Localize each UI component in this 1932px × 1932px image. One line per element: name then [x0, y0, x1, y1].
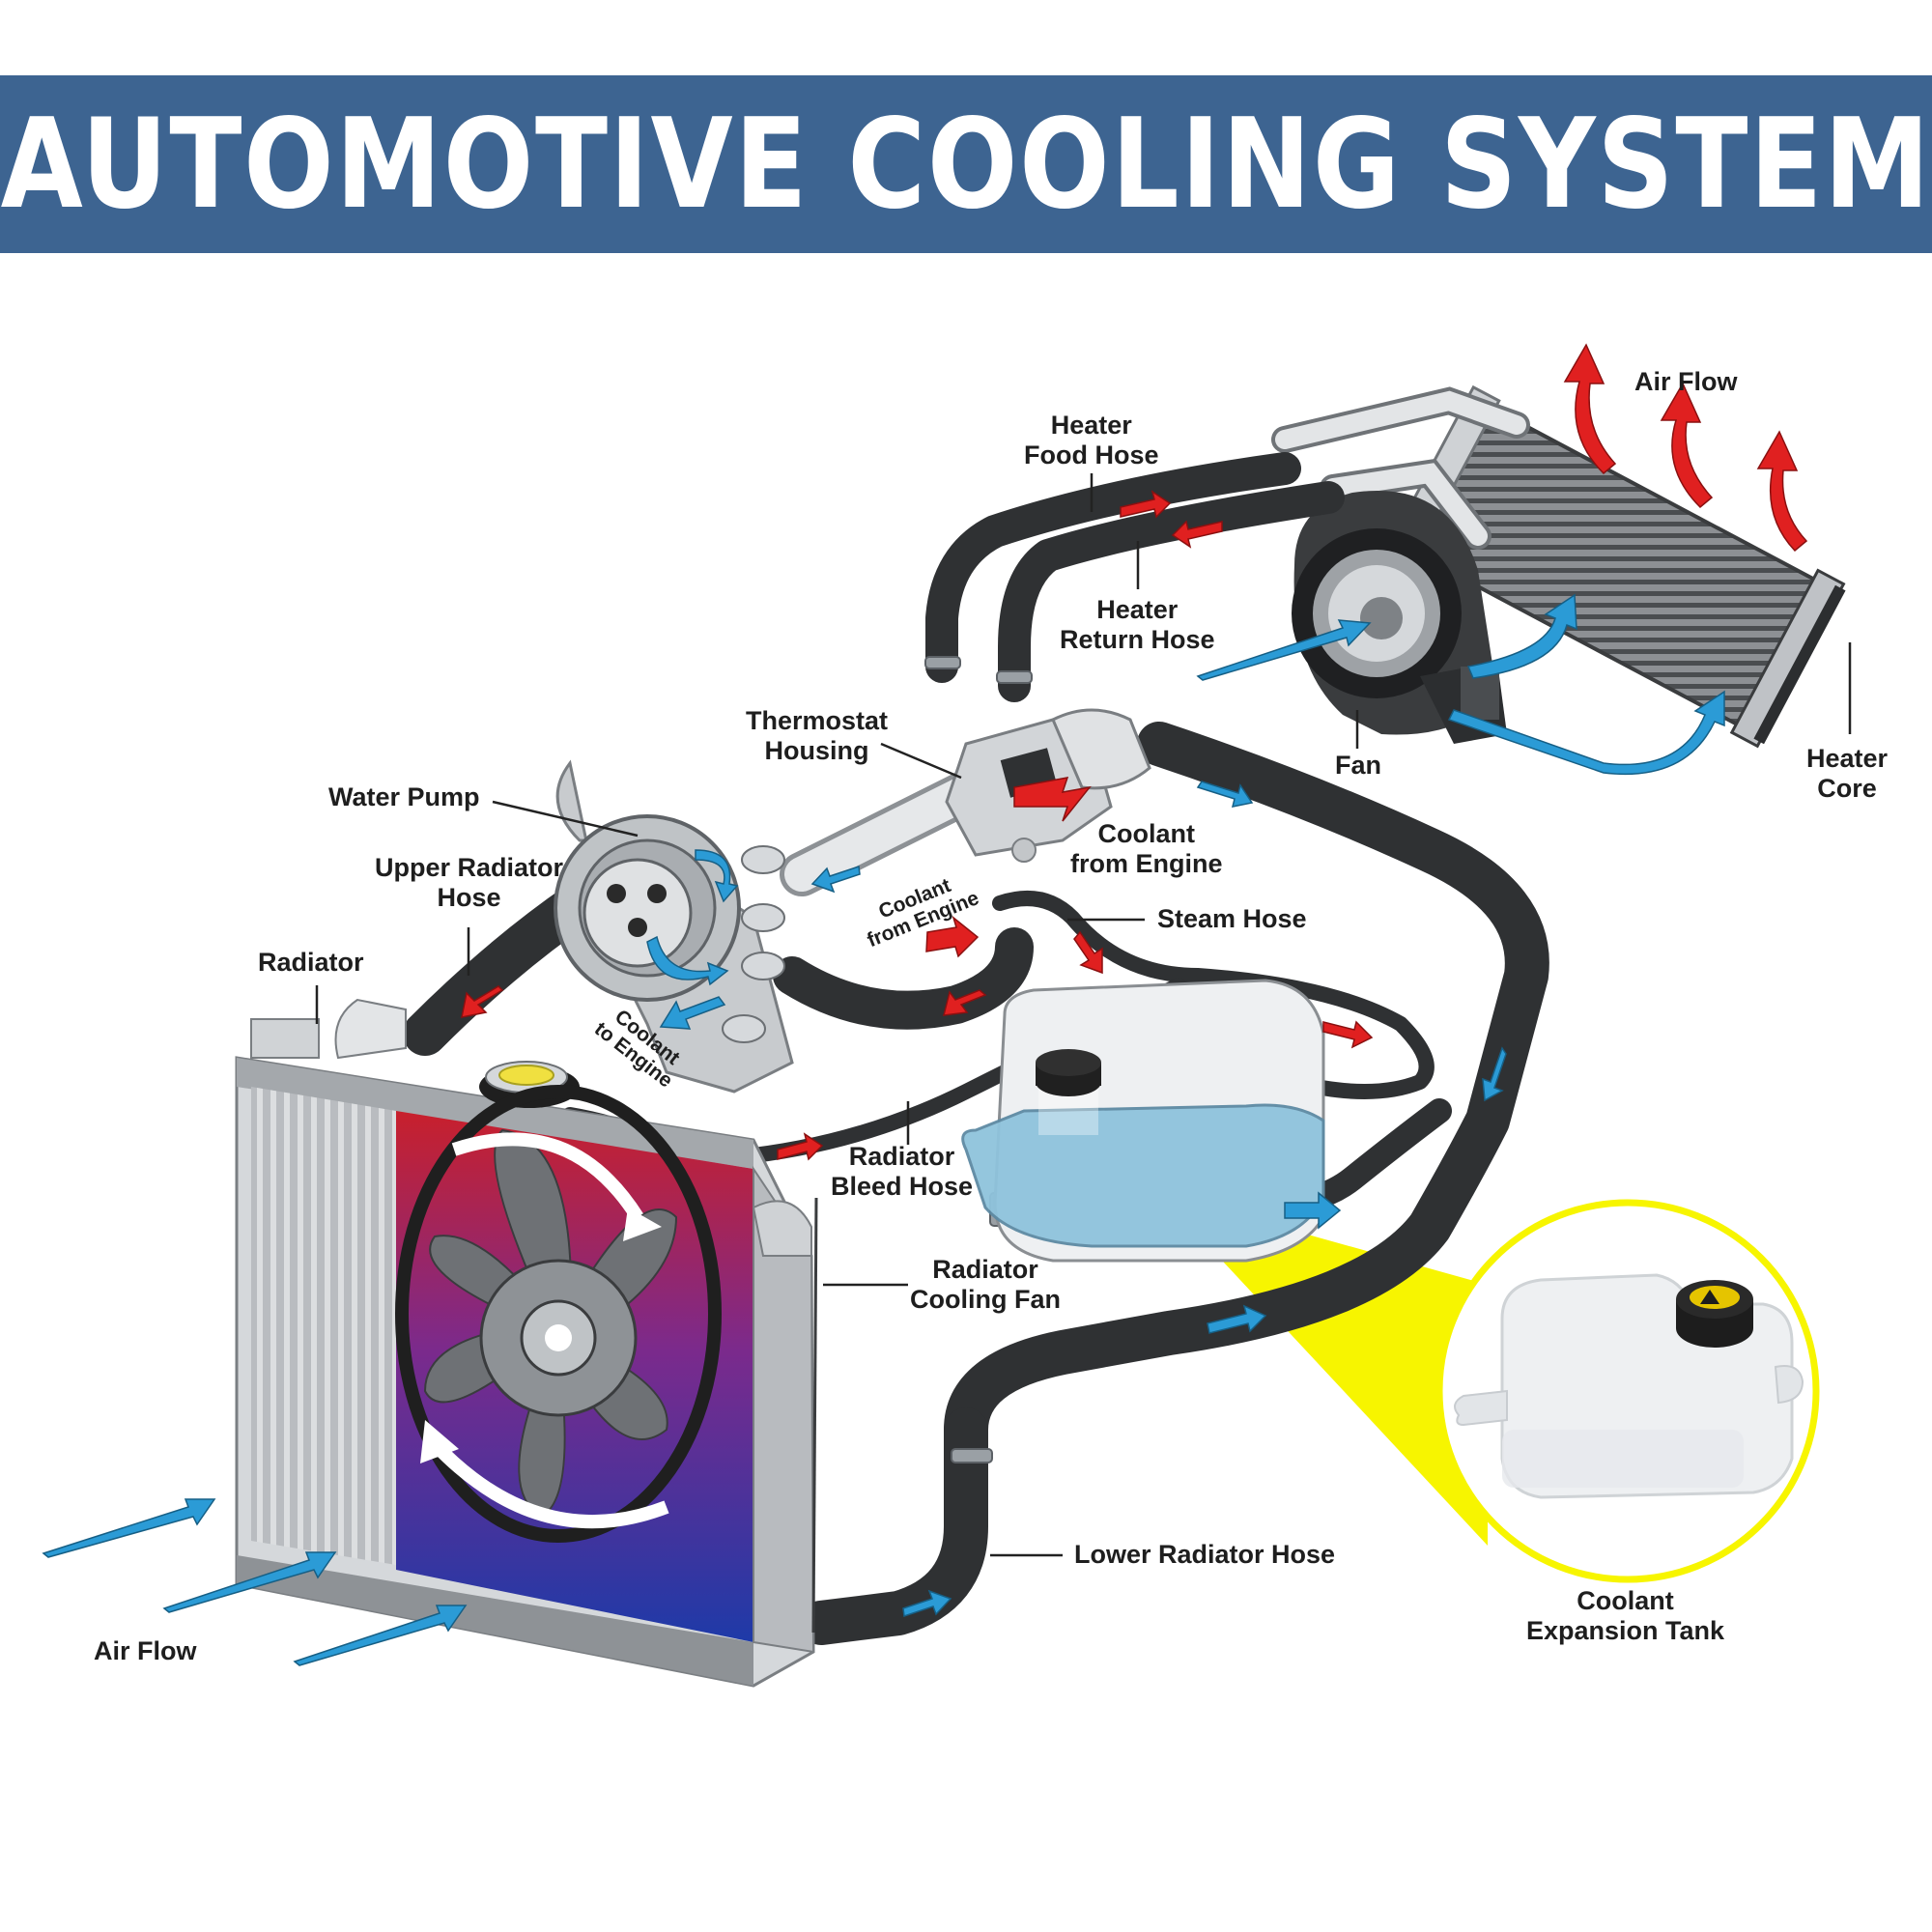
radiator-cooling-fan-icon: [395, 1085, 722, 1543]
heater-return-hose: [998, 481, 1345, 702]
hot-flow-arrows: [461, 490, 1374, 1161]
radiator-label: Radiator: [258, 948, 364, 977]
page-title: AUTOMOTIVE COOLING SYSTEM: [0, 92, 1932, 237]
air-flow-top-label: Air Flow: [1634, 367, 1738, 396]
cool-flow-arrows: [646, 781, 1507, 1618]
engine-inlet-hose: [773, 927, 1034, 1030]
coolant-expansion-tank-icon: [1454, 1273, 1804, 1499]
leader-lines: [315, 473, 1852, 1557]
water-pump-label: Water Pump: [328, 782, 480, 811]
heater-food-hose: [925, 452, 1301, 683]
air-flow-arrows-bottom: [42, 1498, 468, 1666]
coolant-return-hose: [944, 722, 1549, 1452]
steam-hose: [992, 891, 1435, 1099]
lower-radiator-hose: [799, 1407, 988, 1645]
fan-label: Fan: [1335, 751, 1382, 780]
air-flow-arrows-heater: [1196, 593, 1725, 776]
water-pump-icon: [554, 759, 794, 1094]
hot-air-flow-arrows: [1563, 343, 1808, 553]
steam-hose-label: Steam Hose: [1157, 904, 1307, 933]
coolant-expansion-tank: [961, 979, 1325, 1263]
title-banner: AUTOMOTIVE COOLING SYSTEM: [0, 75, 1932, 253]
air-flow-bottom-label: Air Flow: [94, 1636, 197, 1665]
lower-radiator-hose-label: Lower Radiator Hose: [1074, 1540, 1336, 1569]
highlight-beam: [1159, 1193, 1488, 1546]
